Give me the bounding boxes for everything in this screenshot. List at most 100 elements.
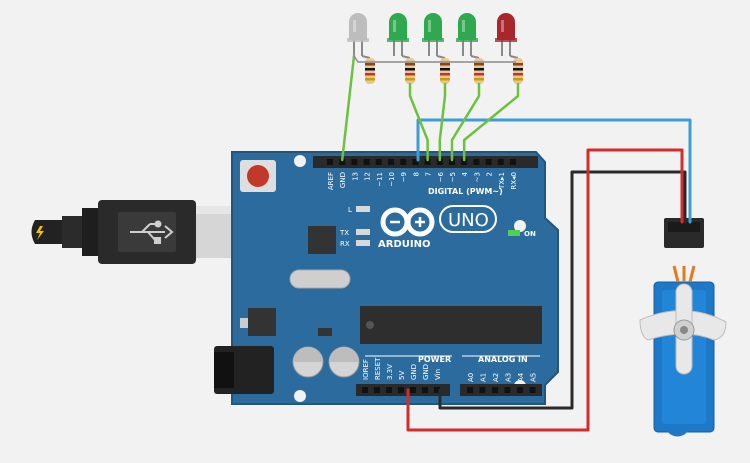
power-pin-label: IOREF — [362, 359, 370, 380]
analog-pin[interactable] — [467, 387, 473, 393]
analog-pin[interactable] — [492, 387, 498, 393]
digital-header-label: DIGITAL (PWM~) — [428, 187, 503, 196]
analog-pin[interactable] — [517, 387, 523, 393]
analog-pin-label: A2 — [492, 373, 500, 382]
resistor-1[interactable] — [361, 55, 375, 84]
servo-connector-slot — [668, 222, 700, 232]
power-pin[interactable] — [434, 387, 440, 393]
digital-pin-label: ~6 — [437, 171, 445, 182]
led-wire-5[interactable] — [462, 82, 520, 162]
led-tx — [356, 229, 370, 235]
digital-pin[interactable] — [412, 159, 419, 165]
voltage-regulator — [248, 308, 276, 336]
resistor-5[interactable] — [509, 55, 523, 84]
arduino-board[interactable]: L TX RX ON ARDUINO UNO DIGITAL (PWM~) PO… — [214, 151, 559, 405]
common-ground-bus — [353, 55, 516, 63]
power-pin[interactable] — [362, 387, 368, 393]
digital-pin-label: RX◂0 — [510, 172, 518, 190]
small-component — [318, 328, 332, 336]
resistor-4[interactable] — [470, 55, 484, 84]
digital-pin[interactable] — [400, 159, 407, 165]
led-1[interactable] — [347, 13, 369, 56]
digital-pin[interactable] — [327, 159, 333, 165]
mount-hole — [294, 390, 306, 402]
power-pin-label: GND — [410, 364, 418, 380]
digital-pin-label: ~10 — [388, 172, 396, 187]
power-pin-label: GND — [422, 364, 430, 380]
digital-pin-label: TX▸1 — [498, 172, 506, 190]
digital-pin[interactable] — [388, 159, 394, 165]
led-label-l: L — [348, 206, 352, 214]
wire-layer — [406, 118, 692, 432]
power-wire[interactable] — [406, 148, 684, 432]
digital-pin[interactable] — [510, 159, 516, 165]
led-label-tx: TX — [339, 229, 349, 237]
model-label: UNO — [448, 210, 489, 231]
digital-pin-label: 8 — [412, 172, 420, 176]
analog-pin[interactable] — [504, 387, 511, 393]
led-wire-3[interactable] — [438, 82, 447, 162]
power-pin-label: 5V — [398, 371, 406, 380]
analog-pin-label: A4 — [517, 372, 525, 382]
digital-pin[interactable] — [436, 159, 443, 165]
digital-pin[interactable] — [461, 159, 468, 165]
led-5[interactable] — [495, 13, 517, 56]
ground-wire[interactable] — [438, 170, 687, 410]
digital-pin[interactable] — [363, 159, 370, 165]
led-resistor-array — [340, 13, 523, 162]
usb-cable[interactable] — [31, 200, 241, 264]
on-label: ON — [524, 230, 536, 238]
resistor-2[interactable] — [401, 55, 415, 84]
analog-header-label: ANALOG IN — [478, 355, 528, 364]
brand-label: ARDUINO — [378, 239, 430, 250]
servo-motor[interactable] — [639, 218, 727, 437]
resistor-3[interactable] — [436, 55, 450, 84]
led-wire-2[interactable] — [408, 82, 429, 162]
digital-pin-label: 4 — [461, 171, 469, 176]
digital-pin[interactable] — [375, 159, 382, 165]
digital-pin[interactable] — [497, 159, 504, 165]
usb-chip — [308, 226, 336, 254]
signal-wire-pin9[interactable] — [416, 118, 692, 224]
digital-pin-label: ~3 — [473, 172, 481, 182]
analog-pin[interactable] — [479, 387, 486, 393]
digital-pin[interactable] — [473, 159, 480, 165]
digital-pin-label: GND — [339, 172, 347, 188]
power-pin[interactable] — [410, 387, 416, 393]
digital-pin-label: 2 — [486, 172, 494, 176]
lightning-icon — [36, 226, 44, 240]
digital-pin[interactable] — [424, 159, 431, 165]
digital-pin[interactable] — [339, 159, 346, 165]
led-wire-1[interactable] — [340, 54, 356, 162]
led-wire-4[interactable] — [450, 82, 481, 162]
power-pin-label: 3.3V — [386, 364, 394, 380]
led-3[interactable] — [422, 13, 444, 56]
analog-pin-label: A5 — [530, 373, 538, 382]
power-jack[interactable] — [214, 346, 274, 394]
digital-pin[interactable] — [449, 159, 455, 165]
led-2[interactable] — [387, 13, 409, 56]
analog-pin-label: A0 — [467, 373, 475, 382]
reset-button[interactable] — [240, 160, 276, 192]
power-pin[interactable] — [398, 387, 404, 393]
power-pin-label: RESET — [374, 357, 382, 380]
mount-hole — [294, 155, 306, 167]
analog-pin[interactable] — [529, 387, 536, 393]
power-pin[interactable] — [422, 387, 428, 393]
power-pin[interactable] — [374, 387, 380, 393]
led-rx — [356, 240, 370, 246]
power-header-label: POWER — [418, 355, 451, 364]
digital-pin[interactable] — [351, 159, 358, 165]
digital-pin-label: 13 — [351, 172, 359, 181]
led-label-rx: RX — [340, 240, 350, 248]
crystal — [289, 269, 351, 289]
digital-pin[interactable] — [485, 159, 492, 165]
power-pin[interactable] — [386, 387, 392, 393]
mount-hole — [514, 220, 526, 232]
led-4[interactable] — [456, 13, 478, 56]
analog-pin-label: A3 — [505, 373, 513, 382]
analog-pin-label: A1 — [480, 373, 488, 382]
chip-notch — [366, 321, 374, 329]
